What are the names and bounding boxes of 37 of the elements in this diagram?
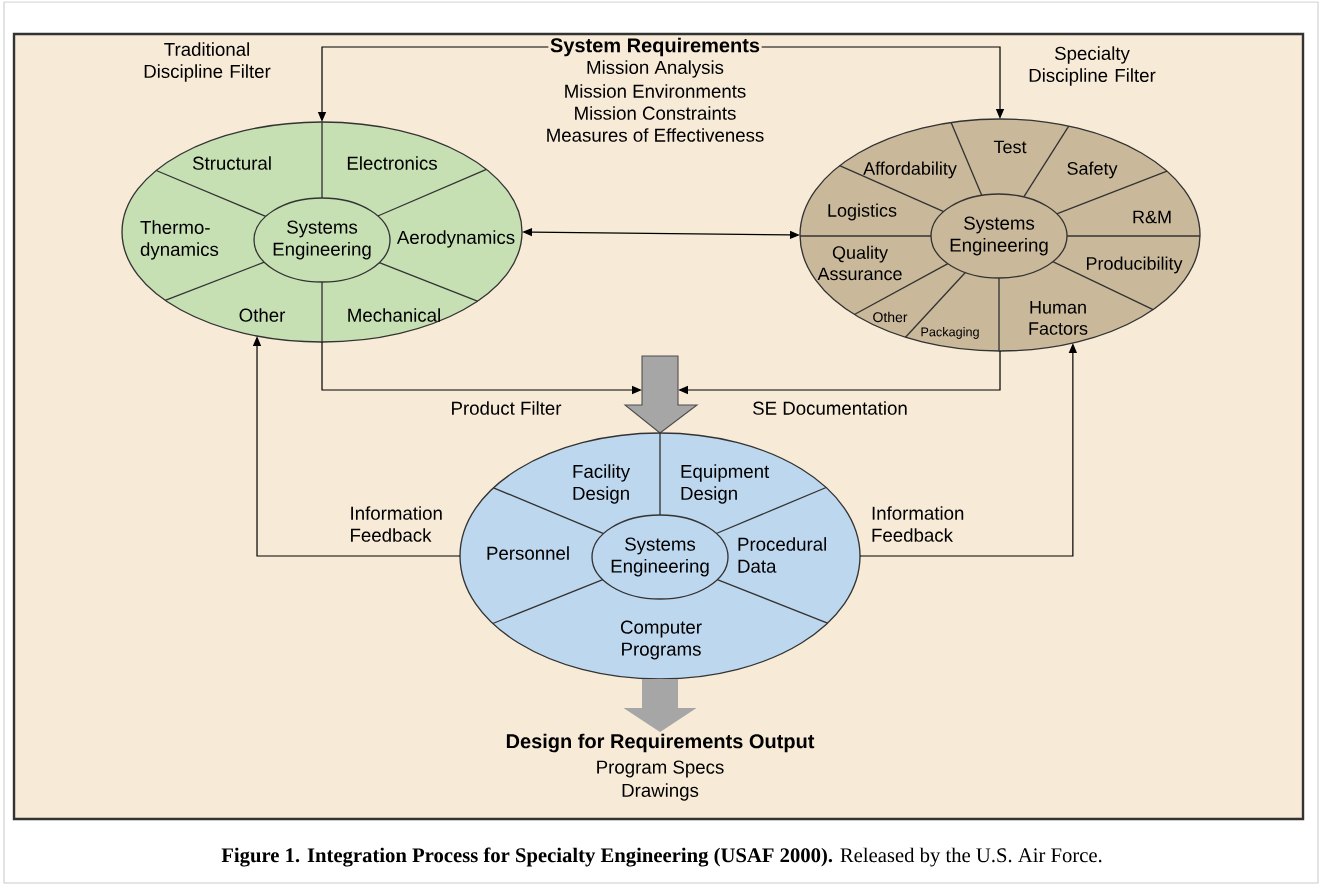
sector-label: Human Factors [1029, 301, 1088, 335]
requirement-text: Mission Analysis [587, 60, 724, 78]
sector-label: Facility Design [573, 464, 631, 504]
requirement-text: Mission Environments [565, 84, 746, 98]
sector-label: Producibility [1087, 256, 1183, 274]
sector-label: Aerodynamics [396, 230, 515, 248]
filter-label: Specialty Discipline Filter [1029, 46, 1156, 86]
requirement-text: Measures of Effectiveness [547, 128, 764, 142]
sector-label: Other [239, 308, 286, 322]
filter-label: Traditional Discipline Filter [144, 42, 271, 82]
edge-label: Information Feedback [872, 506, 964, 542]
sector-label: Structural [192, 156, 271, 170]
sector-label: Quality Assurance [817, 245, 902, 281]
sector-label: Safety [1067, 161, 1118, 179]
sector-label: Personnel [487, 546, 569, 560]
caption: Figure 1. Integration Process for Specialty Engineering (USAF 2000). Released by the U.S. Air Force. [221, 847, 1102, 867]
sector-label: Affordability [863, 161, 957, 179]
sector-label: Packaging [921, 327, 979, 339]
edge-label: SE Documentation [753, 401, 907, 415]
edge-label: Information Feedback [351, 506, 442, 542]
sector-label: Other [873, 311, 908, 323]
block-arrow [623, 355, 699, 434]
output-text: Program Specs [597, 760, 724, 778]
sector-label: Equipment Design [681, 464, 770, 504]
sector-label: Logistics [828, 203, 897, 221]
edge-label: Product Filter [452, 401, 562, 415]
heading: System Requirements [550, 37, 760, 57]
sector-label: R&M [1133, 210, 1171, 224]
sector-label: Procedural Data [738, 537, 827, 573]
sector-label: Mechanical [348, 308, 440, 322]
requirement-text: Mission Constraints [575, 106, 736, 120]
sector-label: Test [993, 140, 1027, 154]
sector-label: Thermo-dynamics [140, 220, 219, 260]
heading: Design for Requirements Output [506, 733, 815, 753]
output-text: Drawings [622, 783, 699, 801]
sector-label: Computer Programs [620, 620, 702, 660]
sector-label: Electronics [347, 156, 437, 170]
